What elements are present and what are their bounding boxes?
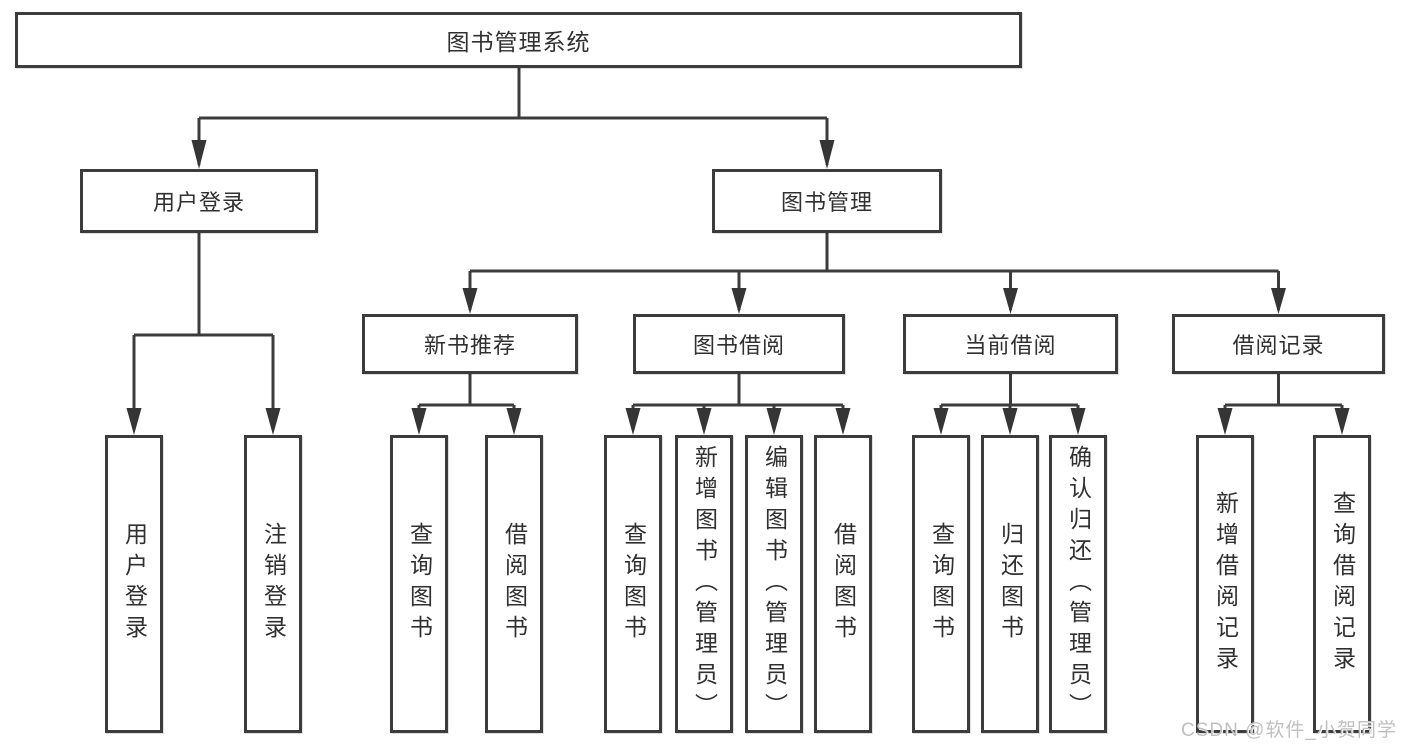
node-leaf-user-login: 用户登录 [105, 435, 163, 733]
edges-user-login-to-leaves [126, 233, 281, 435]
node-leaf-query-books-2: 查询图书 [604, 435, 662, 733]
node-leaf-query-books-3-label: 查询图书 [928, 522, 955, 646]
node-user-login: 用户登录 [80, 169, 318, 233]
arrowhead [1003, 288, 1018, 314]
node-user-login-label: 用户登录 [152, 190, 245, 215]
arrowhead [625, 408, 641, 435]
node-leaf-edit-book-admin-label: 编辑图书（管理员） [761, 444, 788, 724]
node-root: 图书管理系统 [15, 12, 1022, 68]
edges-book-management-to-level3 [462, 233, 1286, 314]
arrowhead [696, 408, 712, 435]
arrowhead [1002, 408, 1018, 435]
node-leaf-confirm-return-admin-label: 确认归还（管理员） [1065, 444, 1092, 724]
node-leaf-borrow-books-1-label: 借阅图书 [501, 522, 528, 646]
arrowhead [766, 408, 782, 435]
node-leaf-return-book-label: 归还图书 [997, 522, 1024, 646]
node-leaf-query-books-2-label: 查询图书 [620, 522, 647, 646]
node-leaf-return-book: 归还图书 [981, 435, 1039, 733]
node-current-borrow: 当前借阅 [903, 314, 1118, 374]
node-borrow-records: 借阅记录 [1172, 314, 1385, 374]
node-book-management-label: 图书管理 [780, 190, 873, 215]
arrowhead [819, 140, 835, 169]
arrowhead [933, 408, 949, 435]
node-leaf-borrow-books-2: 借阅图书 [814, 435, 872, 733]
node-leaf-add-book-admin: 新增图书（管理员） [675, 435, 733, 733]
arrowhead [191, 140, 207, 169]
node-leaf-query-books-1-label: 查询图书 [406, 522, 433, 646]
node-leaf-add-book-admin-label: 新增图书（管理员） [691, 444, 718, 724]
arrowhead [1334, 408, 1350, 435]
node-borrow-records-label: 借阅记录 [1232, 333, 1325, 358]
node-leaf-borrow-books-1: 借阅图书 [485, 435, 543, 733]
node-new-book-recommend-label: 新书推荐 [423, 333, 516, 358]
edges-borrow-records-to-leaves [1217, 374, 1350, 435]
arrowhead [265, 408, 281, 435]
node-leaf-confirm-return-admin: 确认归还（管理员） [1049, 435, 1107, 733]
arrowhead [126, 408, 142, 435]
node-leaf-query-books-3: 查询图书 [912, 435, 970, 733]
edges-new-book-recommend-to-leaves [411, 374, 522, 435]
arrowhead [1271, 288, 1286, 314]
arrowhead [462, 288, 478, 314]
node-leaf-add-borrow-record: 新增借阅记录 [1196, 435, 1254, 733]
node-leaf-logout: 注销登录 [244, 435, 302, 733]
node-leaf-edit-book-admin: 编辑图书（管理员） [745, 435, 803, 733]
node-leaf-query-books-1: 查询图书 [390, 435, 448, 733]
node-book-management: 图书管理 [712, 169, 942, 233]
arrowhead [731, 288, 747, 314]
node-root-label: 图书管理系统 [446, 29, 591, 55]
edges-book-borrow-to-leaves [625, 374, 851, 435]
arrowhead [506, 408, 522, 435]
node-leaf-user-login-label: 用户登录 [121, 522, 148, 646]
arrowhead [411, 408, 427, 435]
csdn-watermark: CSDN @软件_小贺同学 [1181, 720, 1397, 741]
edges-current-borrow-to-leaves [933, 374, 1086, 435]
edges-root-to-level2 [191, 68, 835, 169]
node-leaf-query-borrow-record-label: 查询借阅记录 [1329, 491, 1356, 677]
node-leaf-borrow-books-2-label: 借阅图书 [830, 522, 857, 646]
node-leaf-add-borrow-record-label: 新增借阅记录 [1212, 491, 1239, 677]
node-leaf-logout-label: 注销登录 [260, 522, 287, 646]
node-book-borrow: 图书借阅 [633, 314, 845, 374]
node-new-book-recommend: 新书推荐 [362, 314, 578, 374]
arrowhead [1217, 408, 1233, 435]
node-current-borrow-label: 当前借阅 [964, 333, 1057, 358]
node-book-borrow-label: 图书借阅 [692, 333, 785, 358]
arrowhead [1070, 408, 1086, 435]
node-leaf-query-borrow-record: 查询借阅记录 [1313, 435, 1371, 733]
arrowhead [835, 408, 851, 435]
